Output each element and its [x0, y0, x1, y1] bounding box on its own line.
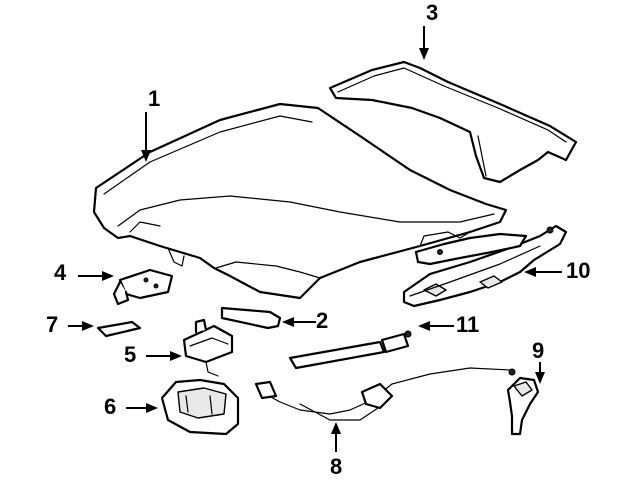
hood-release-cable [254, 367, 511, 421]
callout-arrows [68, 26, 562, 452]
hood-bumper [96, 320, 142, 338]
callout-4: 4 [54, 260, 67, 285]
callout-3: 3 [426, 0, 439, 25]
hood-panel [92, 102, 508, 300]
hood-insulator-pad [328, 60, 578, 184]
callout-8: 8 [330, 454, 343, 479]
callout-10: 10 [566, 258, 591, 283]
callout-6: 6 [104, 394, 117, 419]
callout-2: 2 [316, 308, 329, 333]
callout-1: 1 [148, 86, 161, 111]
hood-latch-striker [112, 268, 174, 306]
callout-5: 5 [124, 342, 137, 367]
hood-release-handle [506, 368, 540, 436]
hood-seal-strip [220, 306, 282, 330]
latch-support-bracket [160, 378, 240, 436]
callout-7: 7 [46, 312, 59, 337]
hood-hinge [402, 224, 568, 308]
callout-11: 11 [456, 312, 480, 337]
hood-latch [182, 318, 234, 377]
callout-9: 9 [532, 338, 545, 363]
hood-support-rod [288, 330, 412, 370]
